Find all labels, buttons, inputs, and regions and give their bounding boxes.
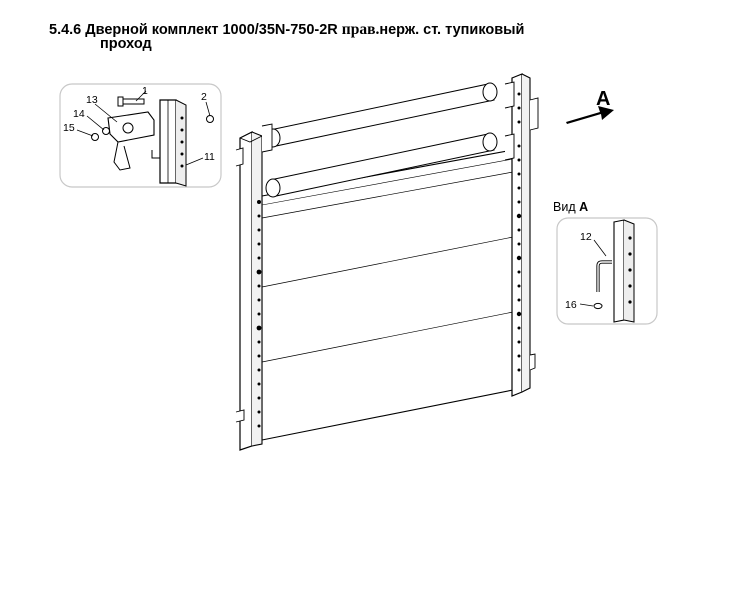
- view-a-title-letter: А: [579, 200, 588, 214]
- callout-16: 16: [565, 299, 577, 311]
- title-part-b: прав.: [341, 21, 380, 38]
- callout-12: 12: [580, 231, 592, 243]
- title-part-a: 5.4.6 Дверной комплект 1000/35N-750-2R: [49, 22, 342, 38]
- view-a-title: Вид А: [553, 200, 588, 214]
- callout-1: 1: [142, 85, 148, 97]
- arrow-label-a: A: [596, 88, 610, 110]
- callout-15: 15: [63, 122, 75, 134]
- callout-14: 14: [73, 108, 85, 120]
- view-arrow-a: A: [566, 88, 614, 124]
- title-part-c: нерж. ст. тупиковый: [379, 22, 525, 38]
- detail-view-a: Вид А 12 16: [553, 200, 658, 325]
- callout-11: 11: [204, 151, 215, 163]
- page-title-line-2: проход: [100, 36, 152, 52]
- detail-bubble-hinge: 13 1 2 14 15 11: [59, 83, 222, 188]
- page-title-line-1: 5.4.6 Дверной комплект 1000/35N-750-2R п…: [49, 21, 524, 39]
- view-a-title-prefix: Вид: [553, 200, 579, 214]
- callout-13: 13: [86, 94, 98, 106]
- callout-2: 2: [201, 91, 207, 103]
- door-assembly: [235, 73, 539, 451]
